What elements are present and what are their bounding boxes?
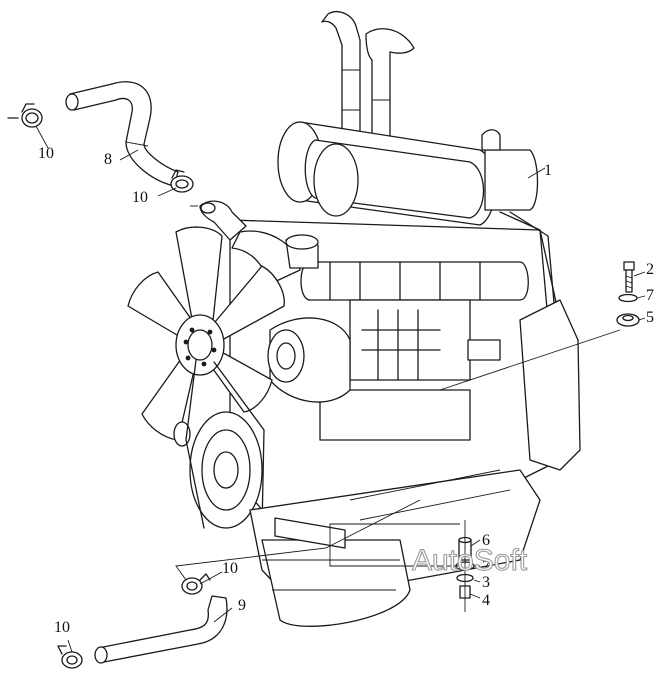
turbocharger xyxy=(267,317,351,403)
callout-1: 1 xyxy=(544,162,552,179)
air-cleaner xyxy=(277,121,539,226)
pulleys xyxy=(173,359,265,529)
callout-9: 9 xyxy=(238,597,246,614)
callout-7-lower: 7 xyxy=(482,558,490,575)
callout-8: 8 xyxy=(104,151,112,168)
hose-clamp-lower-right xyxy=(181,573,211,595)
mount-bolt xyxy=(623,261,635,293)
callout-5: 5 xyxy=(646,309,654,326)
callout-7-upper: 7 xyxy=(646,287,654,304)
callout-3: 3 xyxy=(482,574,490,591)
water-outlet xyxy=(199,200,247,241)
engine-upper xyxy=(229,211,561,521)
callout-10-lower-left: 10 xyxy=(54,619,70,636)
lower-hose xyxy=(94,595,228,664)
hose-clamp-upper-right xyxy=(170,169,194,193)
mount-cushion xyxy=(616,313,640,327)
lower-mount-stack xyxy=(455,520,475,612)
callout-2: 2 xyxy=(646,261,654,278)
callout-4: 4 xyxy=(482,592,490,609)
upper-hose xyxy=(65,81,179,187)
watermark: AutoSoft xyxy=(412,544,528,577)
callout-10-lower-right: 10 xyxy=(222,560,238,577)
fan xyxy=(127,226,285,441)
callout-6: 6 xyxy=(482,532,490,549)
callout-10-upper-left: 10 xyxy=(38,145,54,162)
hose-clamp-lower-left xyxy=(57,645,83,669)
mount-washer xyxy=(618,293,638,303)
callout-10-upper-right: 10 xyxy=(132,189,148,206)
leader-lines xyxy=(35,125,646,653)
hose-clamp-upper-left xyxy=(7,103,43,128)
